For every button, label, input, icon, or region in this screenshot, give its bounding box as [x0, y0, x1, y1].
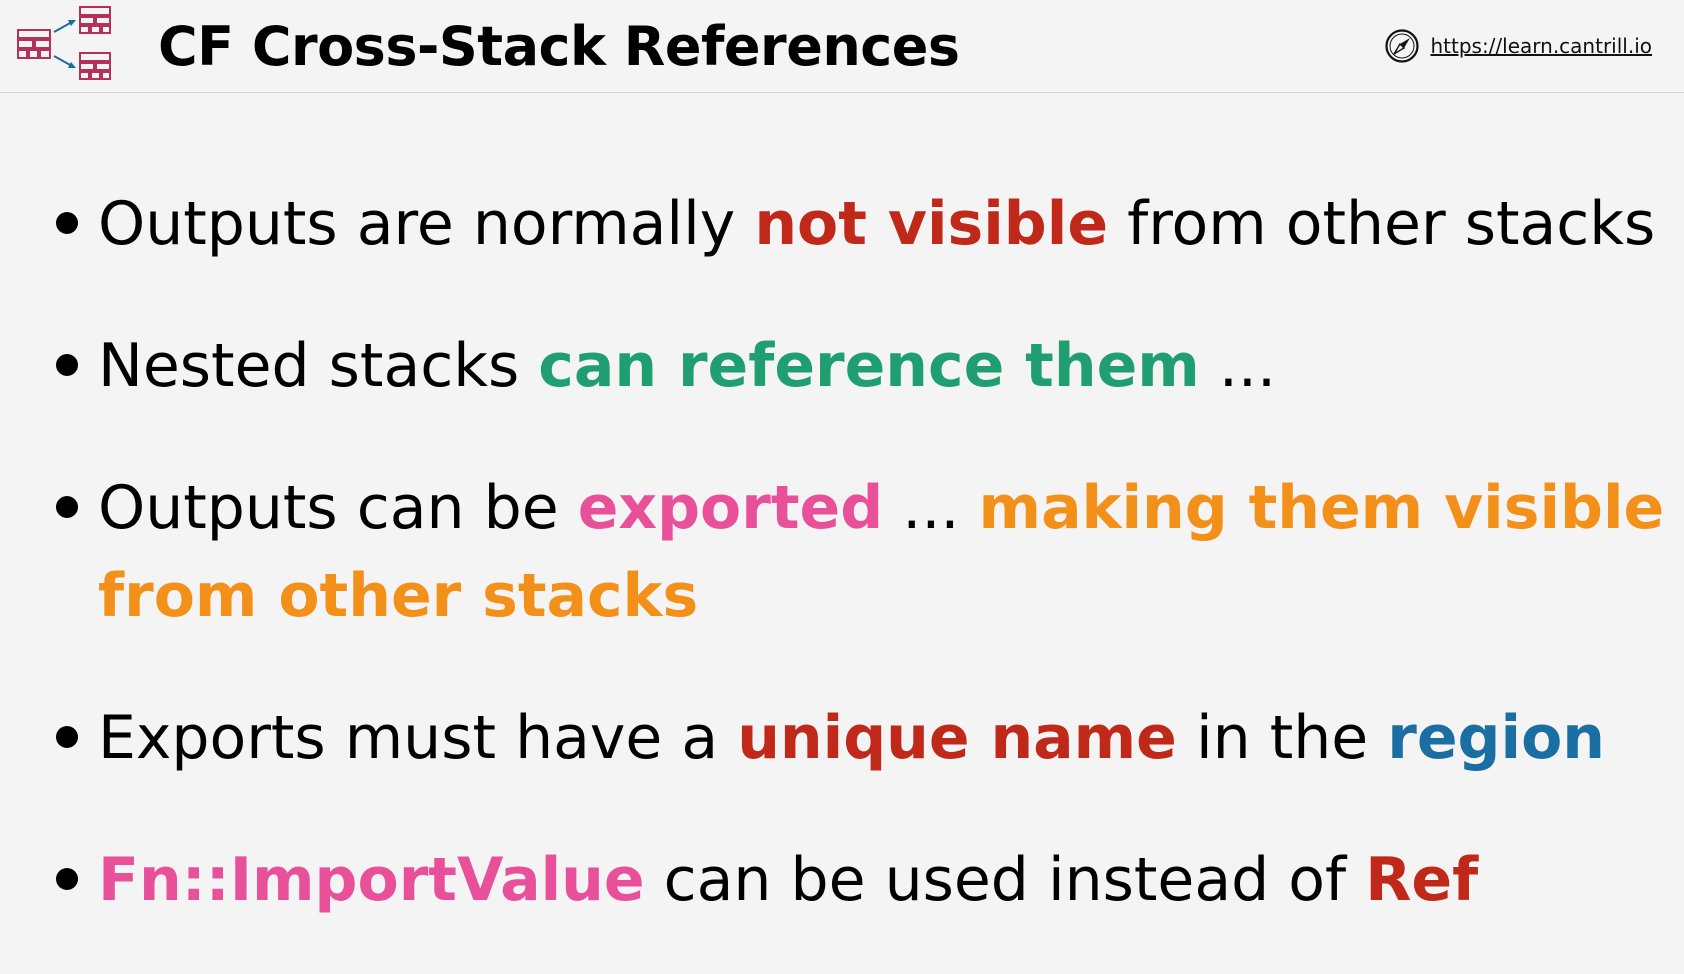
site-link-group[interactable]: https://learn.cantrill.io	[1384, 26, 1652, 66]
highlight-exported: exported	[577, 473, 884, 543]
bullet-dot-icon	[56, 726, 78, 748]
highlight-from-other-stacks: from other stacks	[98, 561, 699, 631]
highlight-not-visible: not visible	[754, 189, 1109, 259]
bullet-dot-icon	[56, 496, 78, 518]
bullet-plain-text: from other stacks	[1108, 189, 1656, 259]
bullet-dot-icon	[56, 868, 78, 890]
bullet-plain-text: ...	[1199, 331, 1277, 401]
bullet-text: Outputs can be exported ... making them …	[98, 464, 1664, 552]
site-url-link[interactable]: https://learn.cantrill.io	[1430, 34, 1652, 58]
bullet-plain-text: can be used instead of	[644, 845, 1366, 915]
bullet-text: Exports must have a unique name in the r…	[98, 694, 1605, 782]
highlight-ref: Ref	[1365, 845, 1479, 915]
bullet-text: Nested stacks can reference them ...	[98, 322, 1276, 410]
highlight-unique-name: unique name	[737, 703, 1177, 773]
bullet-plain-text: Outputs are normally	[98, 189, 755, 259]
bullet-plain-text: in the	[1176, 703, 1388, 773]
slide-title: CF Cross-Stack References	[158, 15, 960, 78]
highlight-making-visible: making them visible	[978, 473, 1665, 543]
compass-icon	[1385, 29, 1420, 63]
bullet-plain-text: Nested stacks	[98, 331, 539, 401]
bullet-dot-icon	[56, 354, 78, 376]
bullet-dot-icon	[56, 212, 78, 234]
highlight-import-value: Fn::ImportValue	[98, 845, 645, 915]
bullet-text: Fn::ImportValue can be used instead of R…	[98, 836, 1478, 924]
cloudformation-stacks-icon	[17, 6, 111, 80]
bullet-text: Outputs are normally not visible from ot…	[98, 180, 1655, 268]
bullet-plain-text: Outputs can be	[98, 473, 578, 543]
slide-header: CF Cross-Stack References https://learn.…	[0, 0, 1684, 93]
highlight-region: region	[1387, 703, 1605, 773]
highlight-can-reference: can reference them	[538, 331, 1200, 401]
bullet-plain-text: ...	[883, 473, 979, 543]
bullet-plain-text: Exports must have a	[98, 703, 738, 773]
